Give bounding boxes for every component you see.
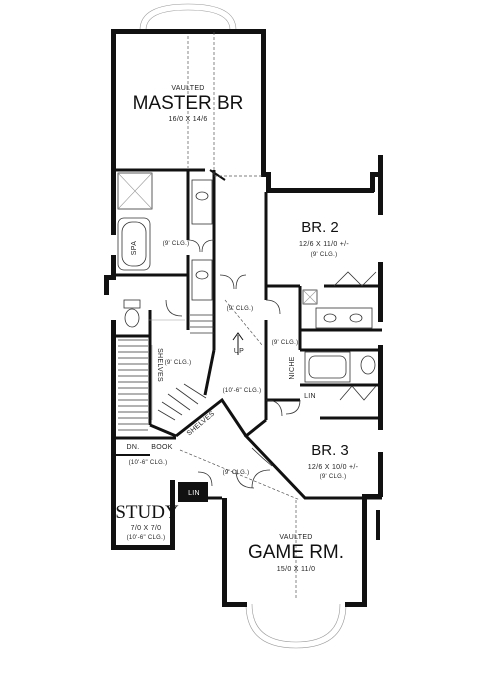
study: STUDY 7/0 X 7/0 (10'-6" CLG.): [115, 502, 179, 541]
landing-ceiling: (10'-6" CLG.): [129, 460, 168, 466]
master-bedroom: VAULTED MASTER BR 16/0 X 14/6: [133, 85, 244, 123]
master-name: MASTER BR: [133, 93, 244, 114]
game-room: VAULTED GAME RM. 15/0 X 11/0: [248, 534, 344, 573]
stair-ceiling: (10'-6" CLG.): [223, 388, 262, 394]
dn-label: DN.: [127, 444, 140, 451]
master-bay-window: [139, 3, 237, 31]
exterior-walls: [104, 29, 383, 607]
game-room-bay-window: [245, 603, 347, 649]
br3-name: BR. 3: [311, 442, 349, 459]
study-dims: 7/0 X 7/0: [131, 525, 162, 532]
misc-labels: SPA (9' CLG.) (9' CLG.) (9' CLG.) (9' CL…: [127, 241, 316, 497]
game-name: GAME RM.: [248, 542, 344, 563]
lin-upper: LIN: [304, 393, 316, 400]
bedroom-3: BR. 3 12/6 X 10/0 +/- (9' CLG.): [308, 442, 359, 480]
entry-ceiling: (9' CLG.): [223, 470, 250, 476]
game-tag: VAULTED: [279, 534, 312, 541]
master-tag: VAULTED: [171, 85, 204, 92]
br2-name: BR. 2: [301, 219, 339, 236]
fixtures: [117, 172, 377, 420]
shelves-left: SHELVES: [156, 348, 163, 382]
br3-dims: 12/6 X 10/0 +/-: [308, 464, 359, 471]
bedroom-2: BR. 2 12/6 X 11/0 +/- (9' CLG.): [299, 219, 349, 258]
master-dims: 16/0 X 14/6: [168, 116, 207, 123]
br3-ceiling: (9' CLG.): [320, 474, 347, 480]
stairs: [118, 299, 263, 431]
hall-ceiling-upper: (9' CLG.): [227, 306, 254, 312]
study-name: STUDY: [115, 502, 179, 523]
book-label: BOOK: [151, 444, 172, 451]
lin-lower: LIN: [188, 490, 200, 497]
niche-label: NICHE: [289, 356, 296, 379]
door-swings: [165, 239, 301, 489]
interior-walls: [116, 168, 382, 500]
br2-ceiling: (9' CLG.): [311, 252, 338, 258]
study-ceiling: (10'-6" CLG.): [127, 535, 166, 541]
up-label: UP: [234, 348, 244, 355]
spa-label: SPA: [131, 241, 138, 255]
ceiling-lines: [179, 32, 301, 600]
game-dims: 15/0 X 11/0: [277, 566, 316, 573]
bath-ceiling: (9' CLG.): [163, 241, 190, 247]
br2-dims: 12/6 X 11/0 +/-: [299, 241, 349, 248]
wic-ceiling: (9' CLG.): [165, 360, 192, 366]
hall-ceiling-right: (9' CLG.): [272, 340, 299, 346]
